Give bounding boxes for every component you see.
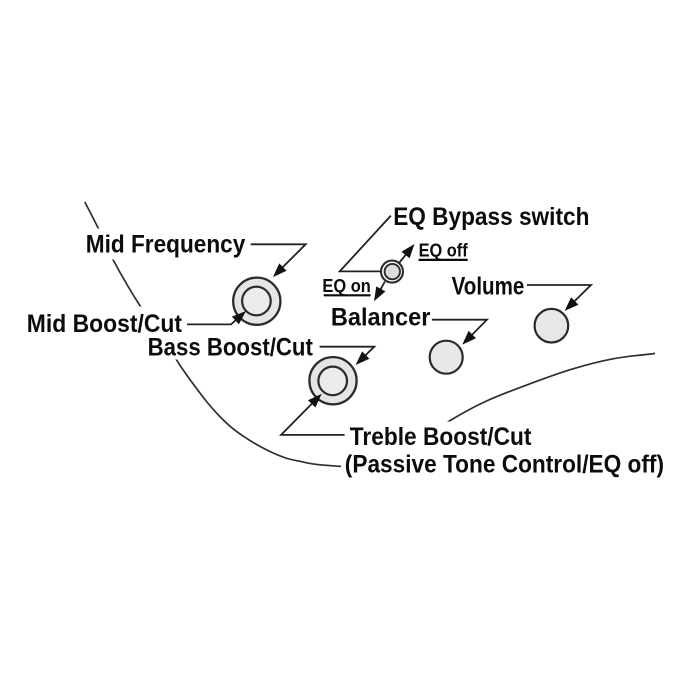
svg-text:EQ off: EQ off (419, 240, 469, 261)
svg-text:Mid Frequency: Mid Frequency (86, 230, 246, 258)
svg-text:(Passive Tone Control/EQ off): (Passive Tone Control/EQ off) (345, 450, 664, 478)
svg-text:EQ Bypass switch: EQ Bypass switch (393, 203, 589, 231)
svg-text:Bass Boost/Cut: Bass Boost/Cut (148, 334, 314, 362)
svg-text:EQ on: EQ on (322, 275, 370, 296)
svg-text:Treble Boost/Cut: Treble Boost/Cut (350, 423, 532, 451)
svg-text:Volume: Volume (452, 273, 525, 301)
svg-text:Balancer: Balancer (331, 303, 431, 331)
svg-text:Mid Boost/Cut: Mid Boost/Cut (27, 310, 183, 338)
